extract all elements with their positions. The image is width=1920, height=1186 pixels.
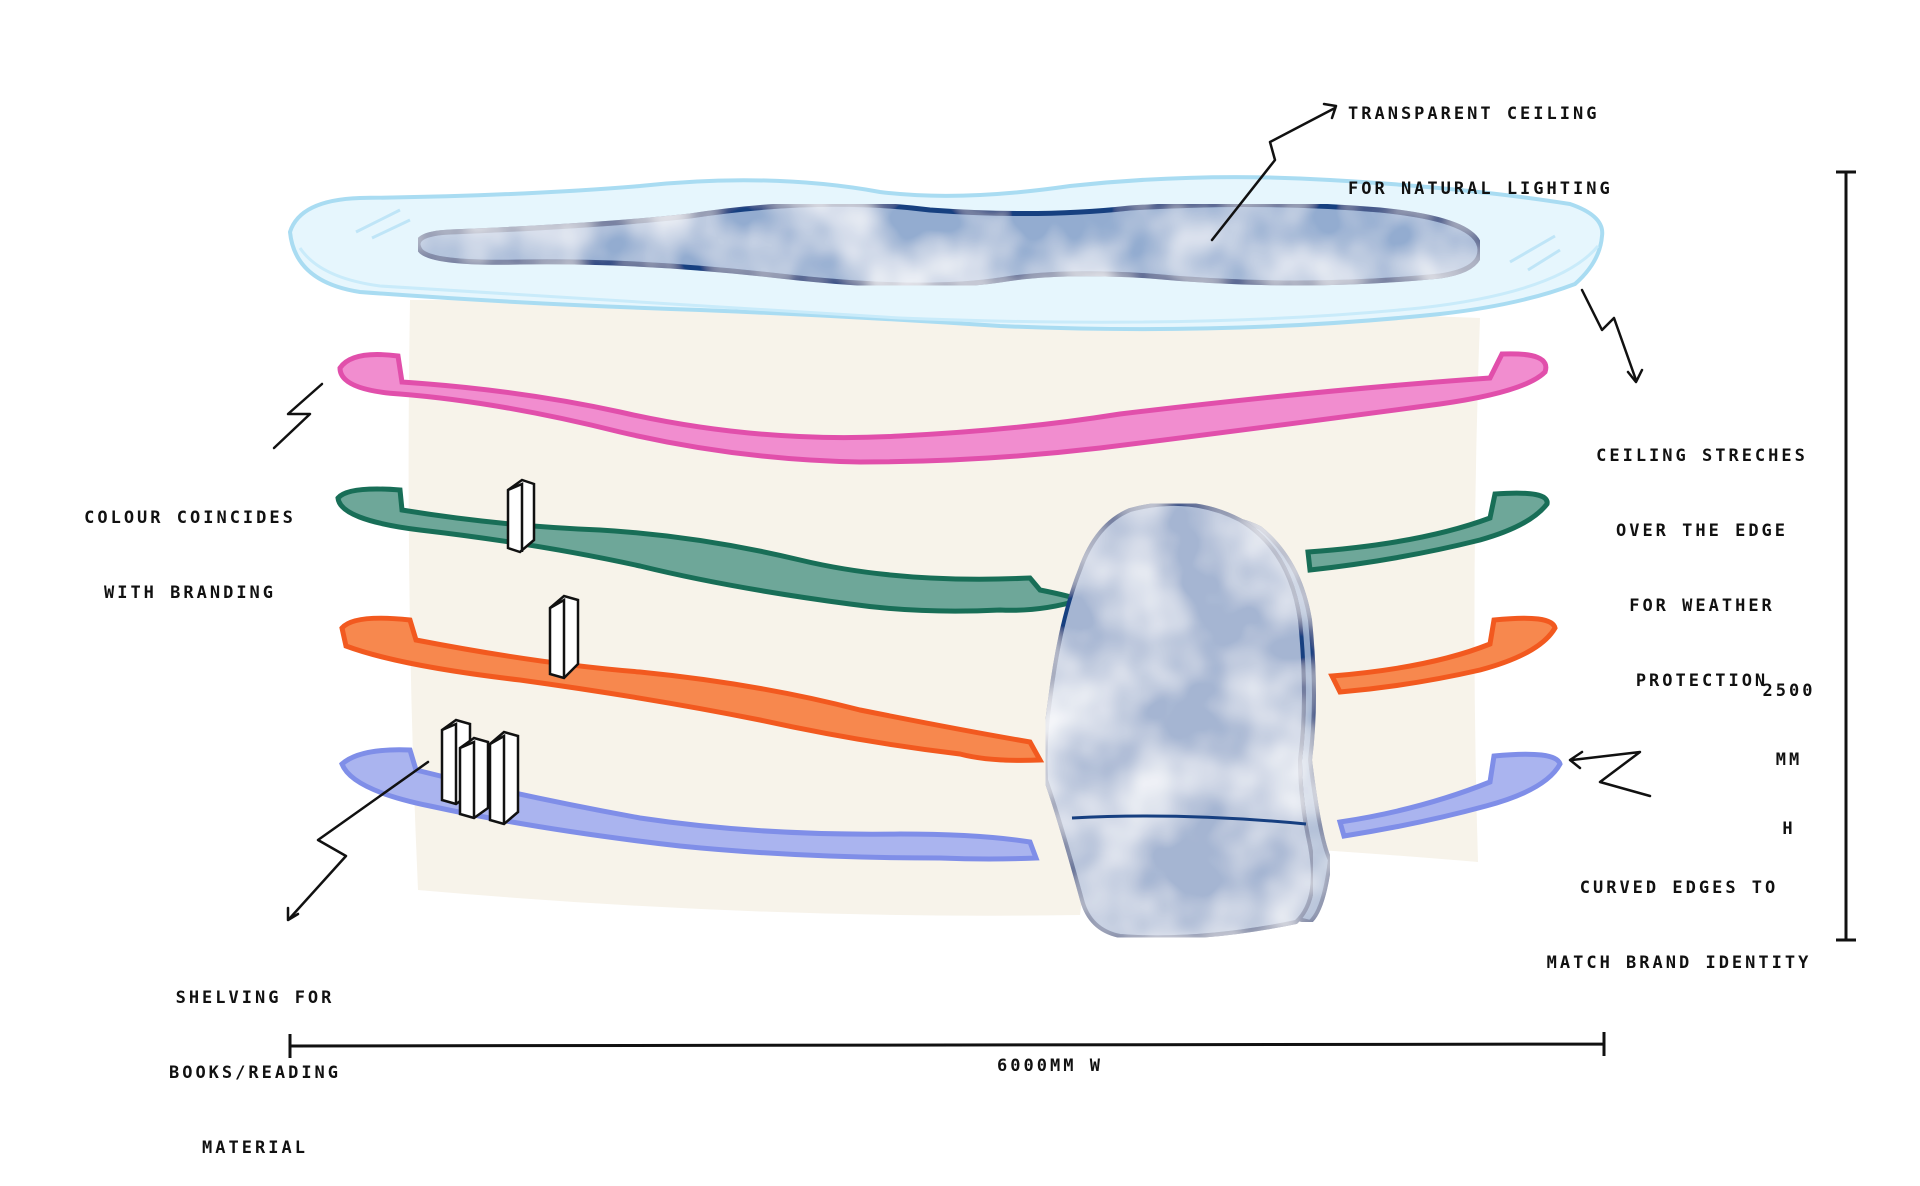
annotation-ceiling-edge: CEILING STRECHES OVER THE EDGE FOR WEATH… — [1582, 394, 1822, 719]
skylight-window — [415, 201, 1483, 288]
annotation-line: CEILING STRECHES — [1596, 446, 1808, 466]
shelf-orange — [339, 615, 1558, 763]
arrowhead-curved-edges — [1568, 750, 1584, 770]
arrowhead-skylight — [1322, 102, 1338, 120]
annotation-line: MATCH BRAND IDENTITY — [1546, 953, 1812, 973]
width-dimension-label: 6000mm W — [940, 1004, 1160, 1104]
width-value: 6000mm W — [997, 1056, 1103, 1076]
leader-colour — [272, 382, 324, 450]
book-stand-3 — [440, 718, 520, 826]
height-dimension-label: 2500 mm H — [1744, 634, 1834, 864]
arrowhead-shelving — [286, 906, 300, 922]
book-stand-2 — [548, 594, 580, 680]
annotation-colour-branding: COLOUR COINCIDES WITH BRANDING — [66, 456, 314, 631]
annotation-line: OVER THE EDGE — [1615, 521, 1789, 541]
book-stand-1 — [506, 478, 536, 554]
leader-shelving — [288, 760, 430, 920]
annotation-line: MATERIAL — [202, 1138, 308, 1158]
annotation-line: BOOKS/READING — [168, 1063, 342, 1083]
leader-curved-edges — [1570, 750, 1652, 798]
height-value: 2500 — [1762, 681, 1816, 701]
annotation-line: FOR NATURAL LIGHTING — [1348, 179, 1613, 199]
shelf-pink — [337, 351, 1549, 465]
height-axis: H — [1782, 819, 1796, 839]
sketch-canvas — [272, 102, 1856, 1058]
annotation-line: PROTECTION — [1635, 671, 1769, 691]
boulder-entrance — [1043, 501, 1333, 940]
annotation-line: TRANSPARENT CEILING — [1348, 104, 1600, 124]
leader-skylight — [1210, 106, 1337, 242]
annotation-line: WITH BRANDING — [103, 583, 277, 603]
annotation-line: FOR WEATHER — [1629, 596, 1775, 616]
annotation-line: SHELVING FOR — [175, 988, 335, 1008]
kiosk-concept-sketch: TRANSPARENT CEILING FOR NATURAL LIGHTING… — [66, 52, 1856, 1158]
leader-ceiling-edge — [1580, 288, 1638, 382]
height-unit: mm — [1775, 750, 1803, 770]
width-dimension-line — [288, 1032, 1606, 1058]
annotation-transparent-ceiling: TRANSPARENT CEILING FOR NATURAL LIGHTING — [1348, 52, 1613, 227]
annotation-line: COLOUR COINCIDES — [84, 508, 296, 528]
annotation-curved-edges: CURVED EDGES TO MATCH BRAND IDENTITY — [1544, 826, 1814, 1001]
annotation-line: CURVED EDGES TO — [1579, 878, 1779, 898]
arrowhead-ceiling-edge — [1626, 368, 1644, 384]
height-dimension-line — [1836, 170, 1856, 942]
annotation-shelving: SHELVING FOR BOOKS/READING MATERIAL — [150, 936, 360, 1186]
